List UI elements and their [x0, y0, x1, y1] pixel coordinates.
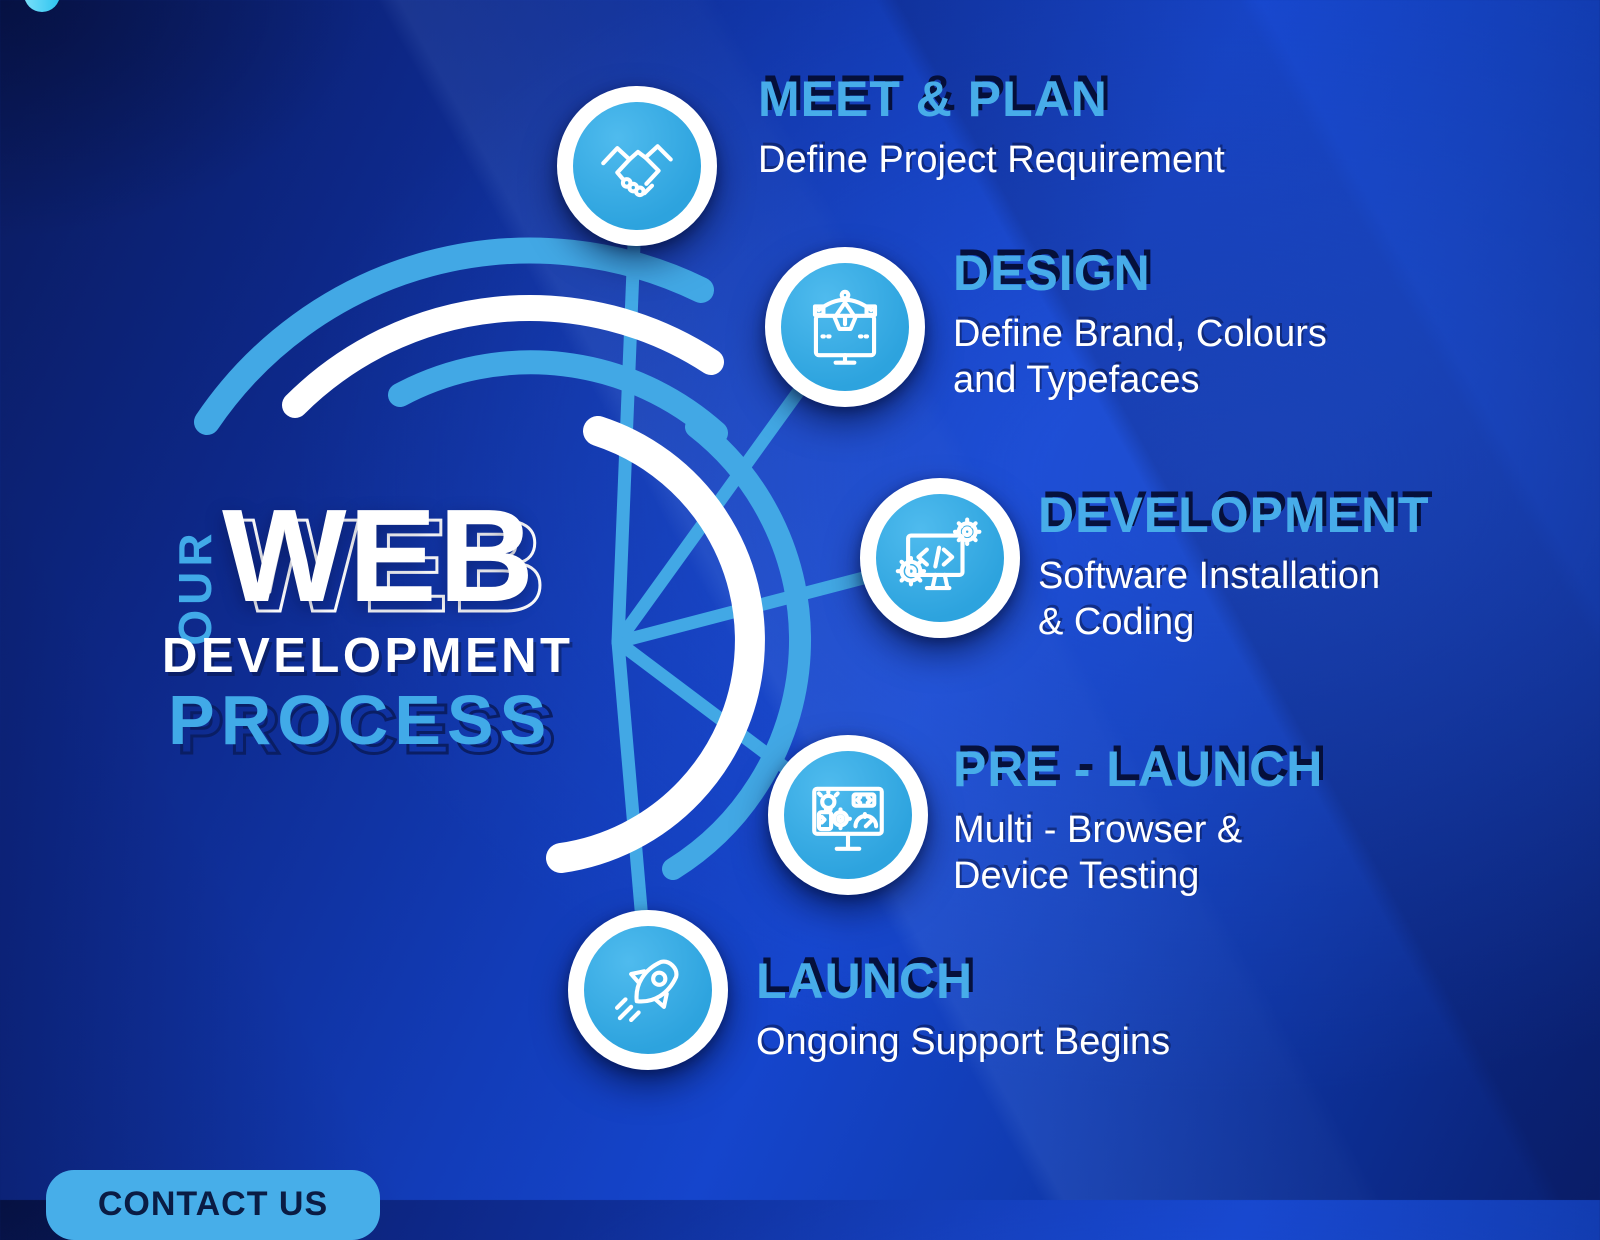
step-description: Define Project Requirement: [758, 139, 1225, 181]
contact-us-button[interactable]: CONTACT US: [46, 1170, 380, 1240]
step-circle-development: [860, 478, 1020, 638]
handshake-icon: [601, 144, 673, 198]
step-meet-plan: MEET & PLAN Define Project Requirement: [758, 70, 1225, 183]
hero-line1-outline: WEB: [233, 492, 548, 639]
hero-line3-outline: PROCESS: [175, 689, 562, 770]
step-pre-launch: PRE - LAUNCH Multi - Browser & Device Te…: [953, 740, 1323, 899]
hero-line1: WEB: [222, 482, 536, 629]
step-description: Multi - Browser & Device Testing: [953, 809, 1243, 897]
step-title: MEET & PLAN: [758, 71, 1108, 127]
step-design: DESIGN Define Brand, Colours and Typefac…: [953, 244, 1327, 403]
step-title: PRE - LAUNCH: [953, 741, 1324, 797]
step-title: DESIGN: [953, 245, 1151, 301]
hero-line2: DEVELOPMENT: [162, 629, 574, 683]
step-description: Software Installation & Coding: [1038, 555, 1381, 643]
step-title: DEVELOPMENT: [1038, 487, 1430, 543]
step-development: DEVELOPMENT Software Installation & Codi…: [1038, 486, 1430, 645]
step-circle-pre-launch: [768, 735, 928, 895]
pen-tool-monitor-icon: [812, 289, 878, 365]
rocket-icon: [615, 959, 679, 1023]
step-circle-launch: [568, 910, 728, 1070]
testing-monitor-icon: [812, 786, 884, 851]
step-title: LAUNCH: [756, 953, 974, 1009]
step-description: Define Brand, Colours and Typefaces: [953, 313, 1327, 401]
step-launch: LAUNCH Ongoing Support Begins: [756, 952, 1170, 1065]
step-circle-design: [765, 247, 925, 407]
step-circle-meet-plan: [557, 86, 717, 246]
code-monitor-icon: [895, 517, 982, 591]
step-description: Ongoing Support Begins: [756, 1021, 1171, 1063]
corner-dot: [24, 0, 60, 12]
hero-line3: PROCESS: [168, 681, 553, 759]
